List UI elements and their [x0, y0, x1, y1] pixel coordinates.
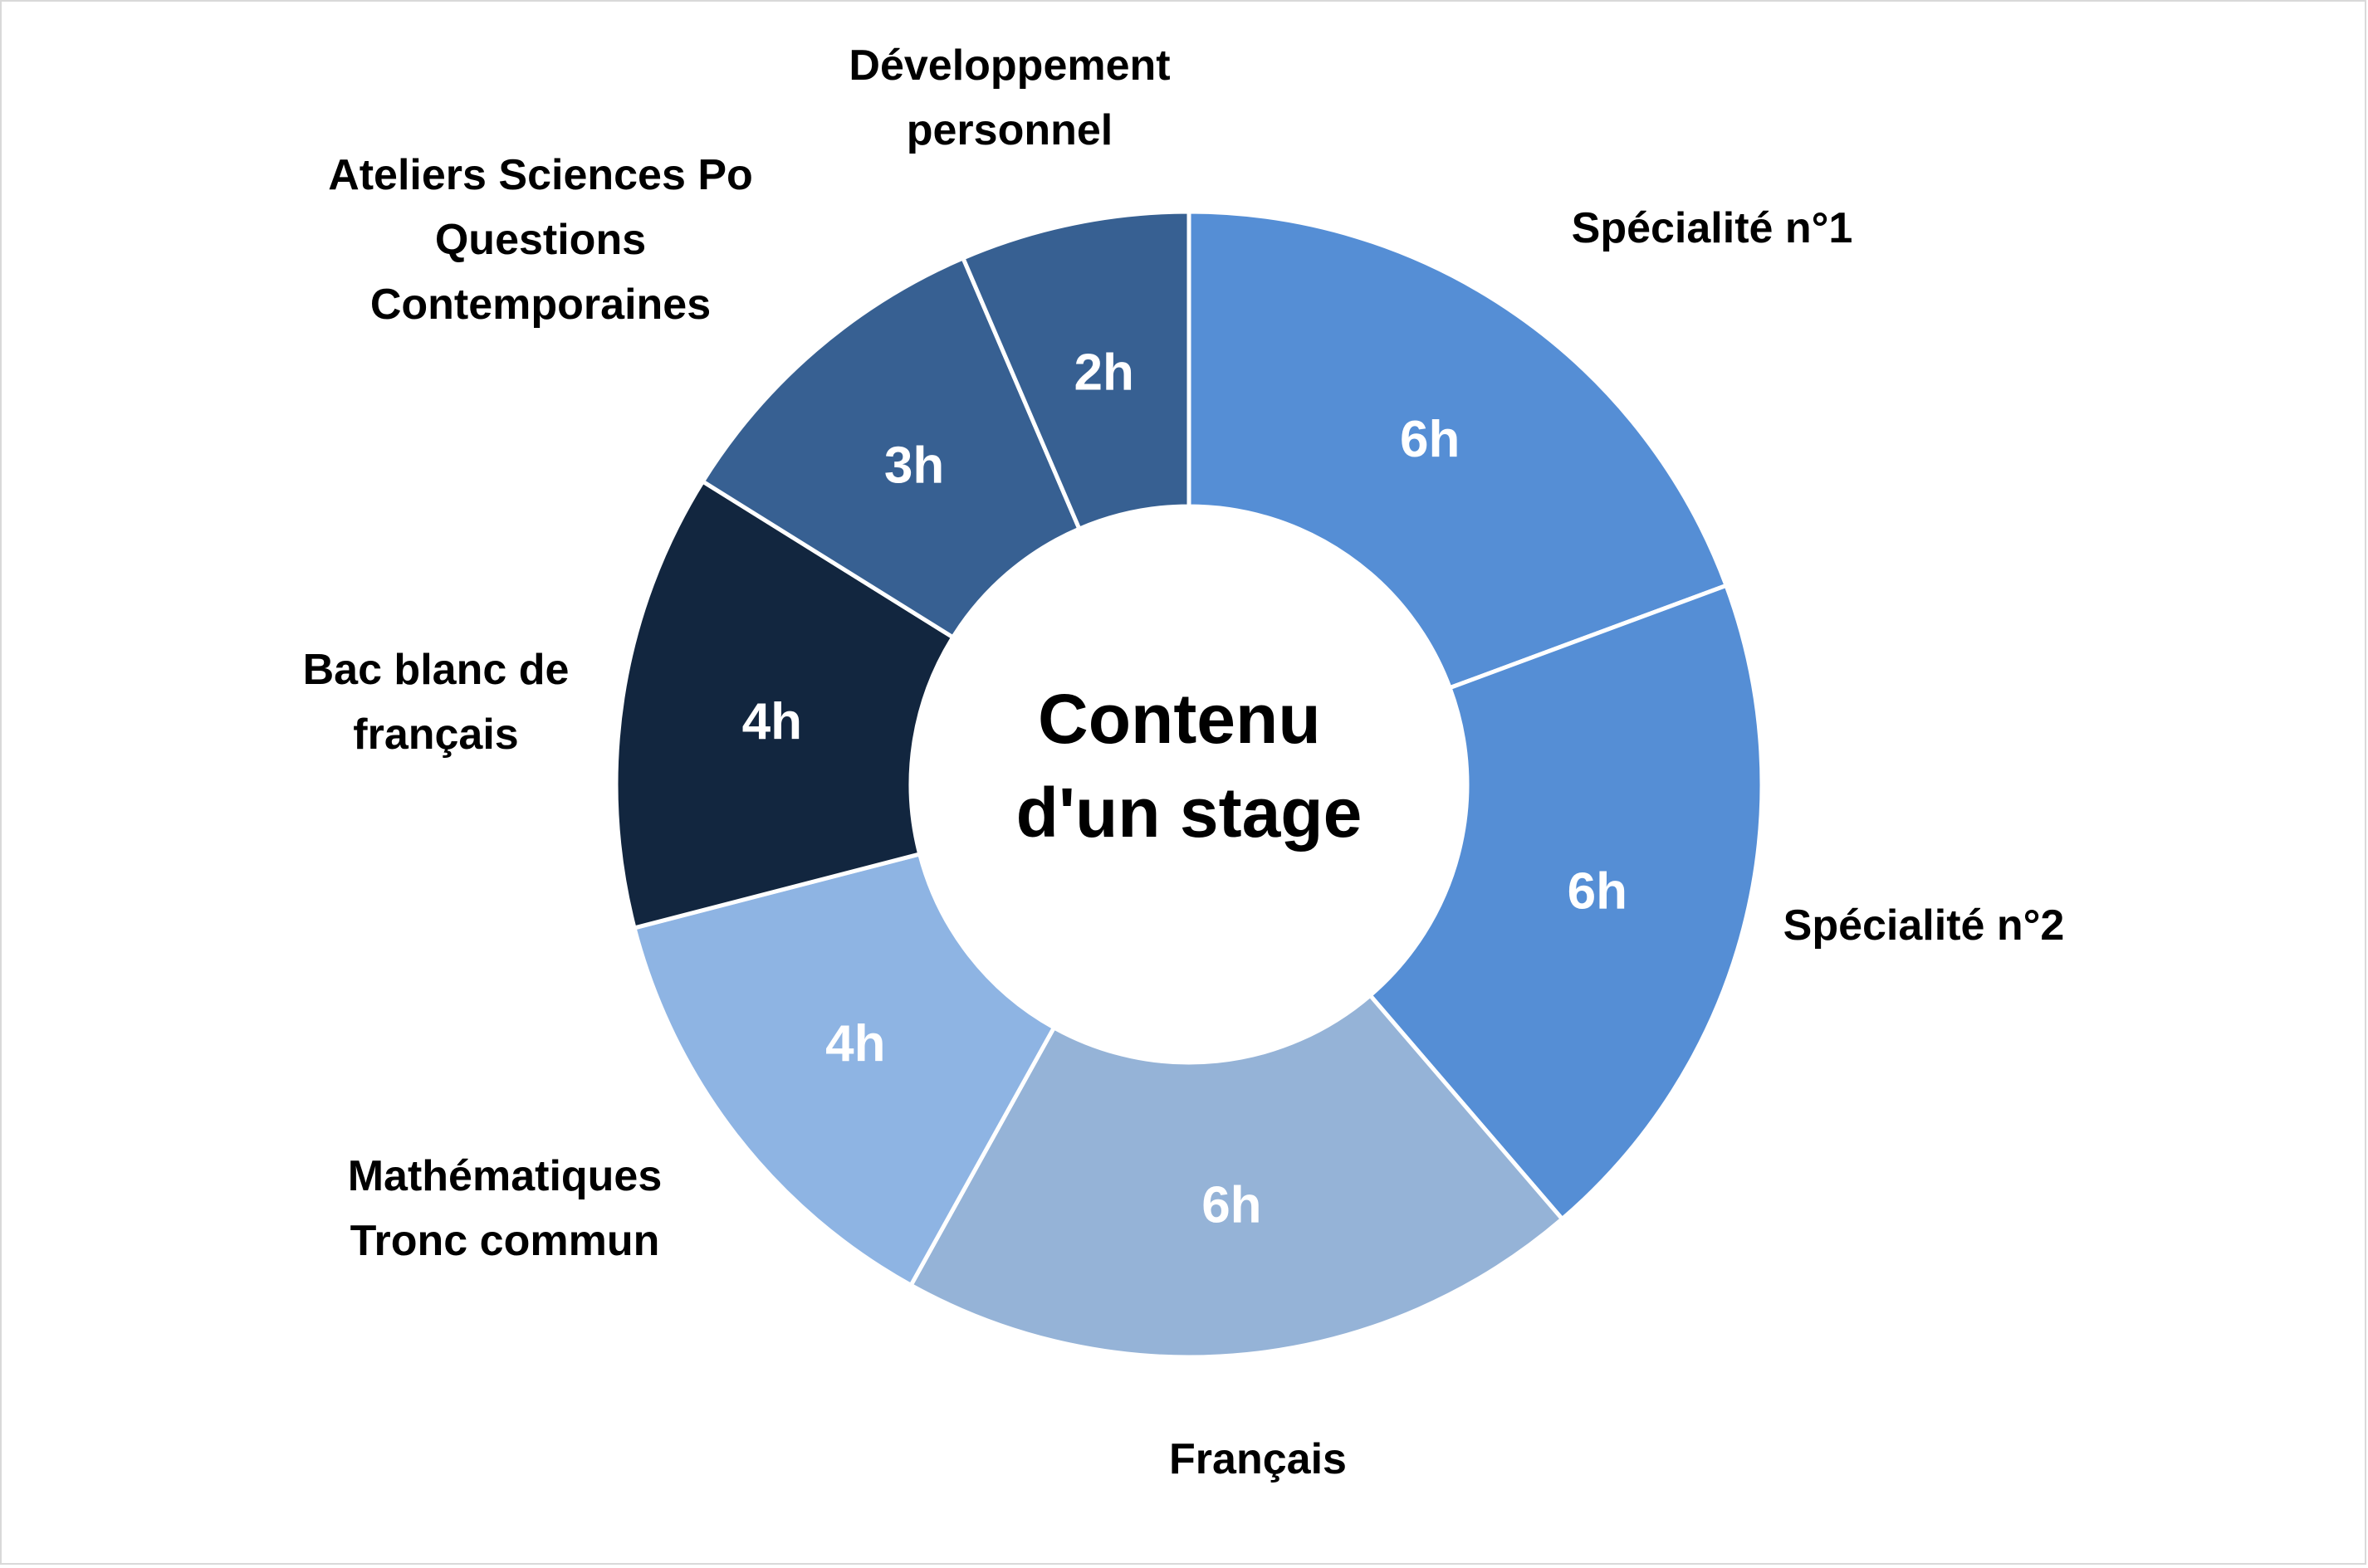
slice-francais	[908, 992, 1565, 1360]
value-label-ateliers-sciences-po-questions-contemporaines: 3h	[884, 437, 944, 495]
slice-mathematiques-tronc-commun	[631, 851, 1057, 1288]
slice-bac-blanc-de-francais	[614, 478, 956, 931]
value-label-developpement-personnel: 2h	[1074, 344, 1134, 401]
value-label-specialite-n-2: 6h	[1568, 862, 1627, 920]
chart-center-title: Contenu d'un stage	[1016, 680, 1363, 852]
category-label-developpement-personnel: Développement personnel	[849, 42, 1170, 154]
value-label-bac-blanc-de-francais: 4h	[742, 693, 802, 750]
slice-developpement-personnel	[960, 209, 1191, 532]
value-label-specialite-n-1: 6h	[1400, 411, 1460, 468]
slice-specialite-n-1	[1186, 209, 1730, 691]
category-label-line: personnel	[907, 106, 1113, 154]
category-label-francais: Français	[1169, 1435, 1347, 1483]
slice-specialite-n-2	[1367, 583, 1764, 1223]
category-label-line: Mathématiques	[348, 1152, 663, 1200]
value-label-francais: 6h	[1201, 1176, 1261, 1233]
center-title-line-2: d'un stage	[1016, 774, 1363, 852]
category-label-bac-blanc-de-francais: Bac blanc de français	[303, 646, 570, 759]
category-label-line: Contemporaines	[370, 281, 711, 329]
slice-value-labels: 6h 6h 6h 4h 4h 3h 2h	[742, 344, 1627, 1233]
category-label-line: Bac blanc de	[303, 646, 570, 694]
category-label-line: Français	[1169, 1435, 1347, 1483]
category-label-line: Ateliers Sciences Po	[328, 151, 753, 199]
category-label-specialite-n-1: Spécialité n°1	[1572, 204, 1853, 252]
category-label-line: Développement	[849, 42, 1170, 90]
category-label-line: Tronc commun	[350, 1217, 660, 1265]
slice-ateliers-sciences-po-questions-contemporaines	[699, 255, 1083, 641]
category-label-line: Questions	[435, 216, 646, 264]
category-label-line: Spécialité n°1	[1572, 204, 1853, 252]
donut-slices	[614, 209, 1764, 1360]
center-title-line-1: Contenu	[1038, 680, 1321, 758]
category-label-line: Spécialité n°2	[1783, 901, 2065, 950]
category-label-specialite-n-2: Spécialité n°2	[1783, 901, 2065, 950]
value-label-mathematiques-tronc-commun: 4h	[825, 1015, 885, 1072]
category-label-line: français	[353, 711, 518, 759]
